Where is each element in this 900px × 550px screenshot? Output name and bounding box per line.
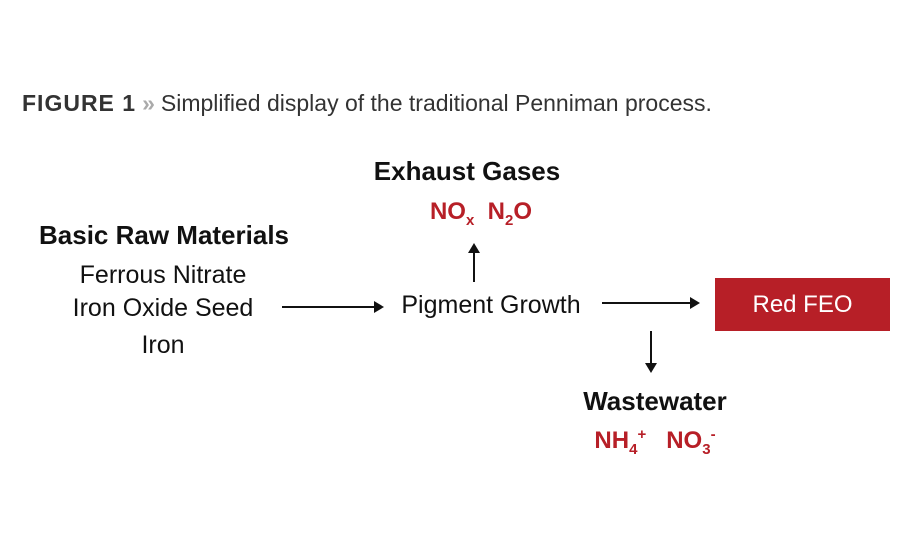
gas-n2o-end: O	[513, 198, 533, 225]
gas-n2o-sub: 2	[505, 211, 514, 229]
arrow-growth-to-output	[602, 297, 700, 309]
raw-material-item: Ferrous Nitrate	[79, 261, 247, 289]
raw-material-item: Iron	[141, 331, 185, 359]
raw-materials-title: Basic Raw Materials	[38, 220, 290, 250]
red-feo-label: Red FEO	[752, 290, 853, 318]
ion-nh4: NH	[594, 427, 630, 454]
exhaust-gases-formulas: NOx N2O	[430, 198, 532, 229]
ion-nh4-sub: 4	[629, 440, 638, 458]
ion-no3-sub: 3	[702, 440, 711, 458]
pigment-growth-label: Pigment Growth	[401, 291, 581, 319]
gas-nox-sub: x	[465, 211, 475, 229]
gas-nox: NO	[429, 198, 466, 225]
arrow-to-wastewater	[645, 331, 657, 373]
figure-label: FIGURE 1	[22, 90, 137, 116]
ion-no3: NO	[666, 427, 703, 454]
gas-n2o: N	[487, 198, 506, 225]
red-feo-box: Red FEO	[715, 278, 890, 331]
exhaust-gases-title: Exhaust Gases	[373, 156, 561, 186]
caption-text: Simplified display of the traditional Pe…	[160, 90, 712, 116]
wastewater-title: Wastewater	[583, 386, 727, 416]
caption-separator: »	[142, 90, 155, 116]
figure-caption: FIGURE 1»Simplified display of the tradi…	[22, 90, 712, 117]
arrow-materials-to-growth	[282, 301, 384, 313]
ion-no3-charge: -	[710, 426, 716, 443]
wastewater-ions: NH4+ NO3-	[594, 426, 715, 458]
ion-nh4-charge: +	[637, 426, 647, 443]
raw-material-item: Iron Oxide Seed	[72, 294, 254, 322]
arrow-growth-to-exhaust	[468, 243, 480, 282]
